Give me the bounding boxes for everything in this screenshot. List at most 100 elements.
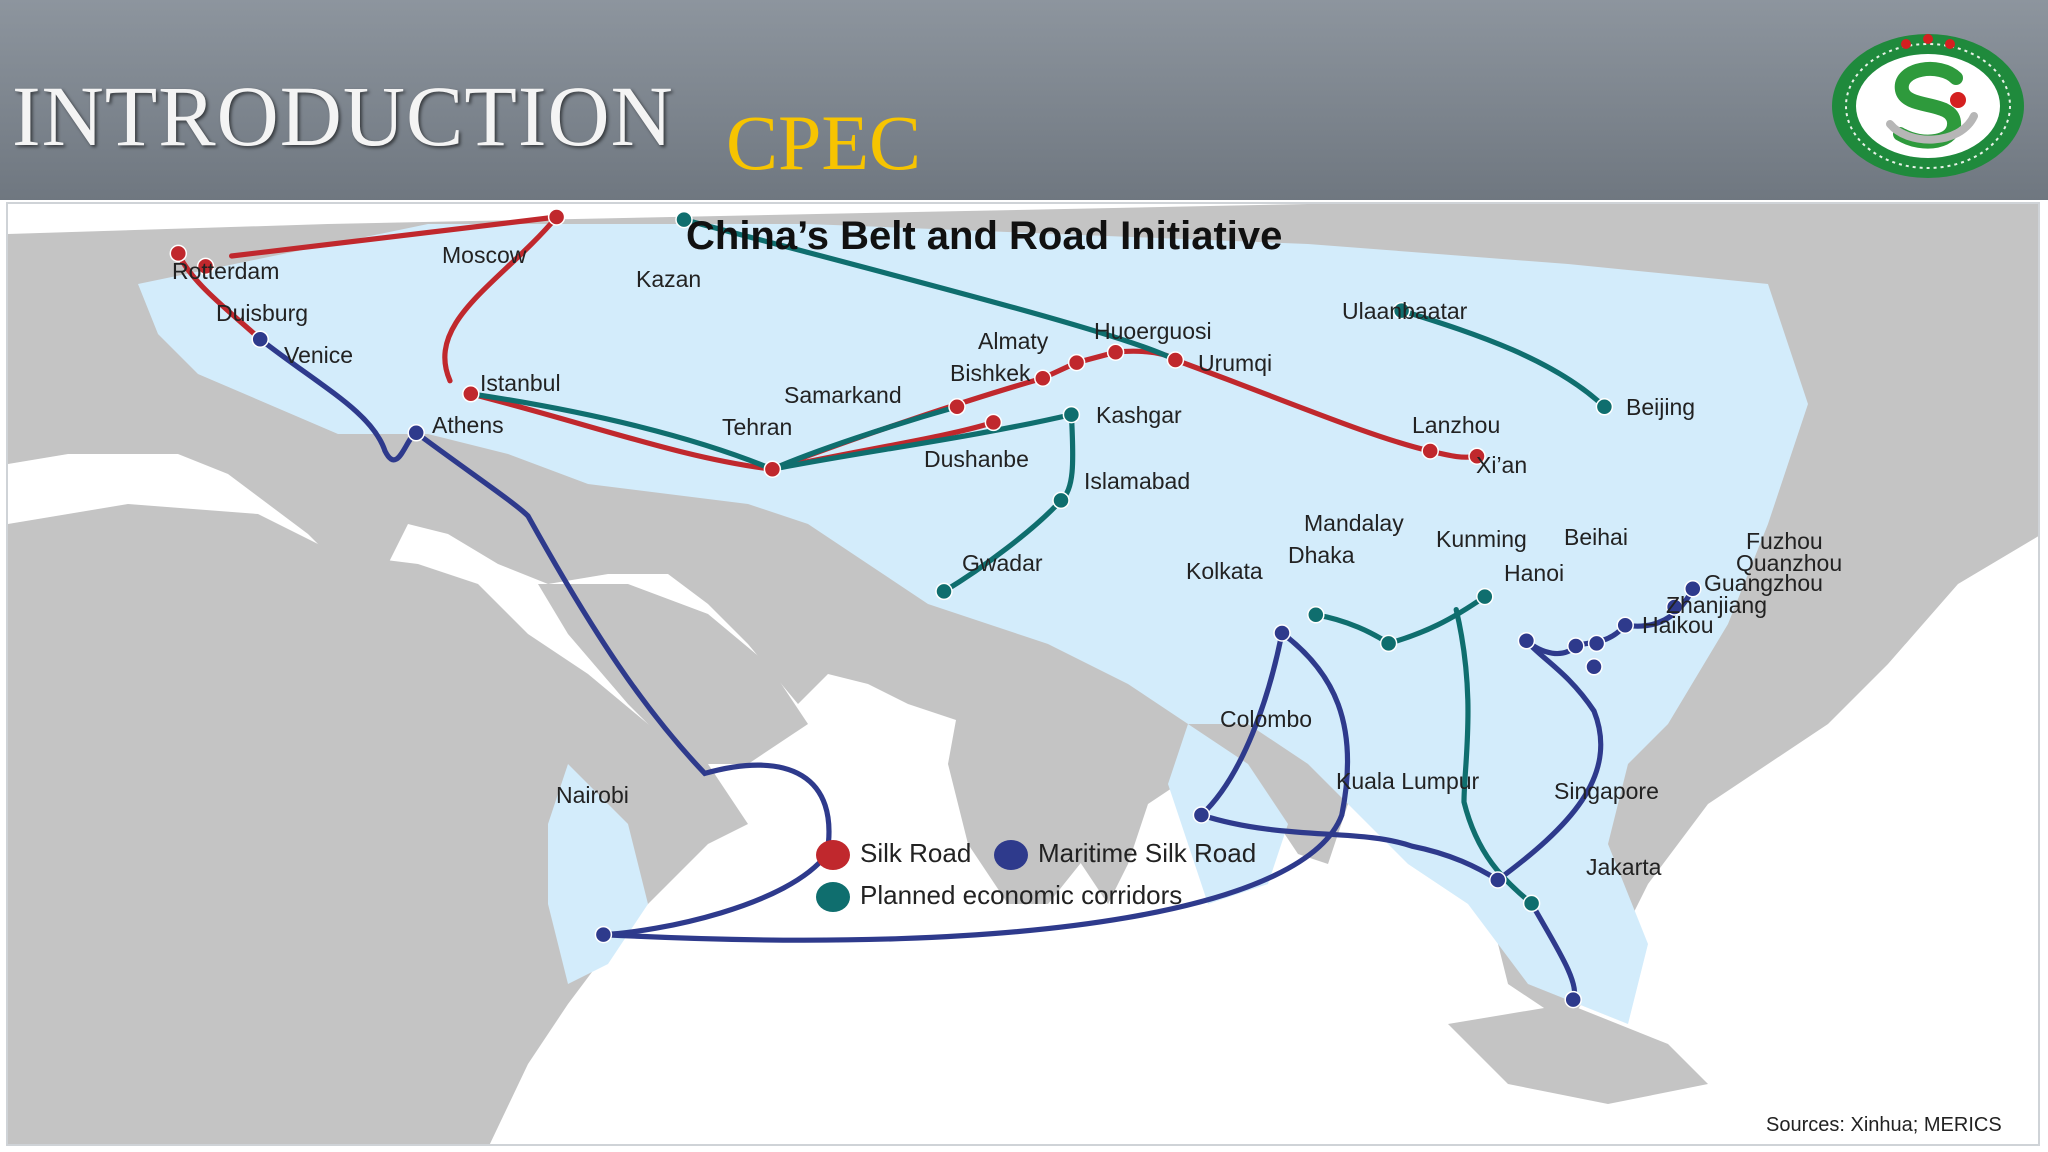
route-planned-kazan-urumqi: [681, 216, 1178, 363]
marker-huoerguosi: [1106, 343, 1125, 361]
legend-label-maritime: Maritime Silk Road: [1038, 838, 1257, 868]
marker-beihai: [1567, 637, 1585, 655]
marker-jakarta: [1564, 990, 1582, 1009]
marker-samarkand: [948, 398, 966, 416]
route-planned-samarkand-tehran: [769, 404, 960, 472]
markers-layer: [169, 208, 1702, 1009]
route-silk-istanbul-tehran: [468, 391, 775, 472]
label-fuzhou: Fuzhou: [1746, 528, 1823, 554]
label-ulaanbaatar: Ulaanbaatar: [1342, 298, 1468, 324]
marker-beijing: [1595, 398, 1614, 416]
legend-silk-road: Silk Road: [816, 838, 972, 871]
label-duisburg: Duisburg: [216, 300, 309, 326]
label-samarkand: Samarkand: [784, 382, 902, 408]
legend-swatch-planned: [816, 882, 850, 913]
marker-quanzhou: [1665, 598, 1684, 616]
marker-kashgar: [1062, 405, 1081, 424]
label-almaty: Almaty: [978, 328, 1049, 354]
label-colombo: Colombo: [1220, 706, 1313, 732]
label-lanzhou: Lanzhou: [1412, 412, 1501, 438]
slide-subtitle: CPEC: [726, 99, 922, 186]
marker-istanbul: [462, 385, 480, 403]
marker-bishkek: [1034, 369, 1052, 387]
label-guangzhou: Guangzhou: [1704, 570, 1823, 596]
marker-dushanbe: [984, 413, 1003, 432]
routes-layer: [174, 214, 1696, 1003]
legend-swatch-silk-road: [816, 840, 850, 871]
marker-kuala-lumpur: [1489, 871, 1507, 889]
route-planned-tehran-kashgar: [769, 411, 1074, 472]
label-dushanbe: Dushanbe: [924, 446, 1029, 472]
label-athens: Athens: [432, 412, 504, 438]
legend-label-silk-road: Silk Road: [860, 838, 972, 868]
label-gwadar: Gwadar: [962, 550, 1043, 576]
route-maritime-venice-athens: [257, 336, 419, 463]
route-silk-rotterdam-moscow: [228, 214, 560, 259]
legend-swatch-maritime: [994, 840, 1028, 871]
label-tehran: Tehran: [722, 414, 793, 440]
marker-venice: [251, 330, 269, 348]
marker-kazan: [675, 210, 693, 229]
label-kuala-lumpur: Kuala Lumpur: [1336, 768, 1480, 794]
marker-kolkata: [1273, 624, 1291, 642]
route-planned-ulaanbaatar-beijing: [1398, 307, 1607, 410]
label-huoerguosi: Huoerguosi: [1094, 318, 1212, 344]
label-beihai: Beihai: [1564, 524, 1628, 550]
map-title: China’s Belt and Road Initiative: [686, 214, 1283, 258]
marker-nairobi: [594, 925, 613, 944]
label-mandalay: Mandalay: [1304, 510, 1404, 536]
bri-region-south: [1168, 724, 1288, 904]
route-silk-moscow-istanbul: [442, 214, 560, 384]
marker-hanoi: [1517, 632, 1536, 650]
marker-zhanjiang: [1587, 634, 1606, 653]
label-dhaka: Dhaka: [1288, 542, 1355, 568]
label-istanbul: Istanbul: [480, 370, 561, 396]
map-source: Sources: Xinhua; MERICS: [1766, 1114, 2002, 1136]
label-moscow: Moscow: [442, 242, 527, 268]
organization-logo: [1832, 34, 2024, 178]
route-maritime-kolkata-colombo: [1198, 630, 1285, 818]
marker-urumqi: [1166, 351, 1185, 369]
route-maritime-athens-nairobi: [413, 430, 832, 938]
label-kolkata: Kolkata: [1186, 558, 1263, 584]
marker-tehran: [763, 460, 782, 478]
route-maritime-nairobi-kolkata: [600, 630, 1351, 943]
route-maritime-kualalumpur-hanoi: [1495, 638, 1604, 883]
bri-map: China’s Belt and Road Initiative Rotterd…: [6, 202, 2040, 1146]
slide-header: INTRODUCTION CPEC: [0, 0, 2048, 200]
route-maritime-colombo-kualalumpur: [1198, 812, 1501, 883]
slide-title: INTRODUCTION: [12, 68, 674, 164]
label-quanzhou: Quanzhou: [1736, 550, 1843, 576]
label-venice: Venice: [284, 342, 354, 368]
marker-kunming: [1476, 587, 1494, 606]
route-maritime-south-china-ports: [1523, 586, 1696, 657]
marker-moscow: [547, 208, 566, 226]
marker-guangzhou: [1616, 616, 1634, 634]
label-beijing: Beijing: [1626, 394, 1696, 420]
marker-haikou: [1585, 658, 1603, 676]
route-planned-istanbul-tehran: [468, 391, 775, 472]
marker-lanzhou: [1421, 442, 1439, 460]
marker-dhaka: [1307, 606, 1325, 624]
marker-xian: [1468, 447, 1486, 465]
label-bishkek: Bishkek: [950, 360, 1031, 386]
label-zhanjiang: Zhanjiang: [1666, 592, 1768, 618]
label-nairobi: Nairobi: [556, 782, 629, 808]
marker-fuzhou: [1684, 580, 1702, 598]
marker-duisburg: [196, 257, 215, 276]
label-kazan: Kazan: [636, 266, 702, 292]
marker-islamabad: [1052, 491, 1070, 510]
marker-mandalay: [1379, 634, 1398, 653]
marker-athens: [407, 424, 425, 442]
label-xian: Xi’an: [1476, 452, 1528, 478]
label-islamabad: Islamabad: [1084, 468, 1191, 494]
marker-gwadar: [935, 582, 953, 601]
label-kunming: Kunming: [1436, 526, 1527, 552]
label-kashgar: Kashgar: [1096, 402, 1182, 428]
marker-ulaanbaatar: [1392, 301, 1411, 320]
landmass-japan: [1858, 424, 1938, 604]
label-rotterdam: Rotterdam: [172, 258, 280, 284]
label-singapore: Singapore: [1554, 778, 1659, 804]
marker-singapore: [1522, 894, 1541, 913]
bri-region-eastafrica: [548, 764, 648, 984]
